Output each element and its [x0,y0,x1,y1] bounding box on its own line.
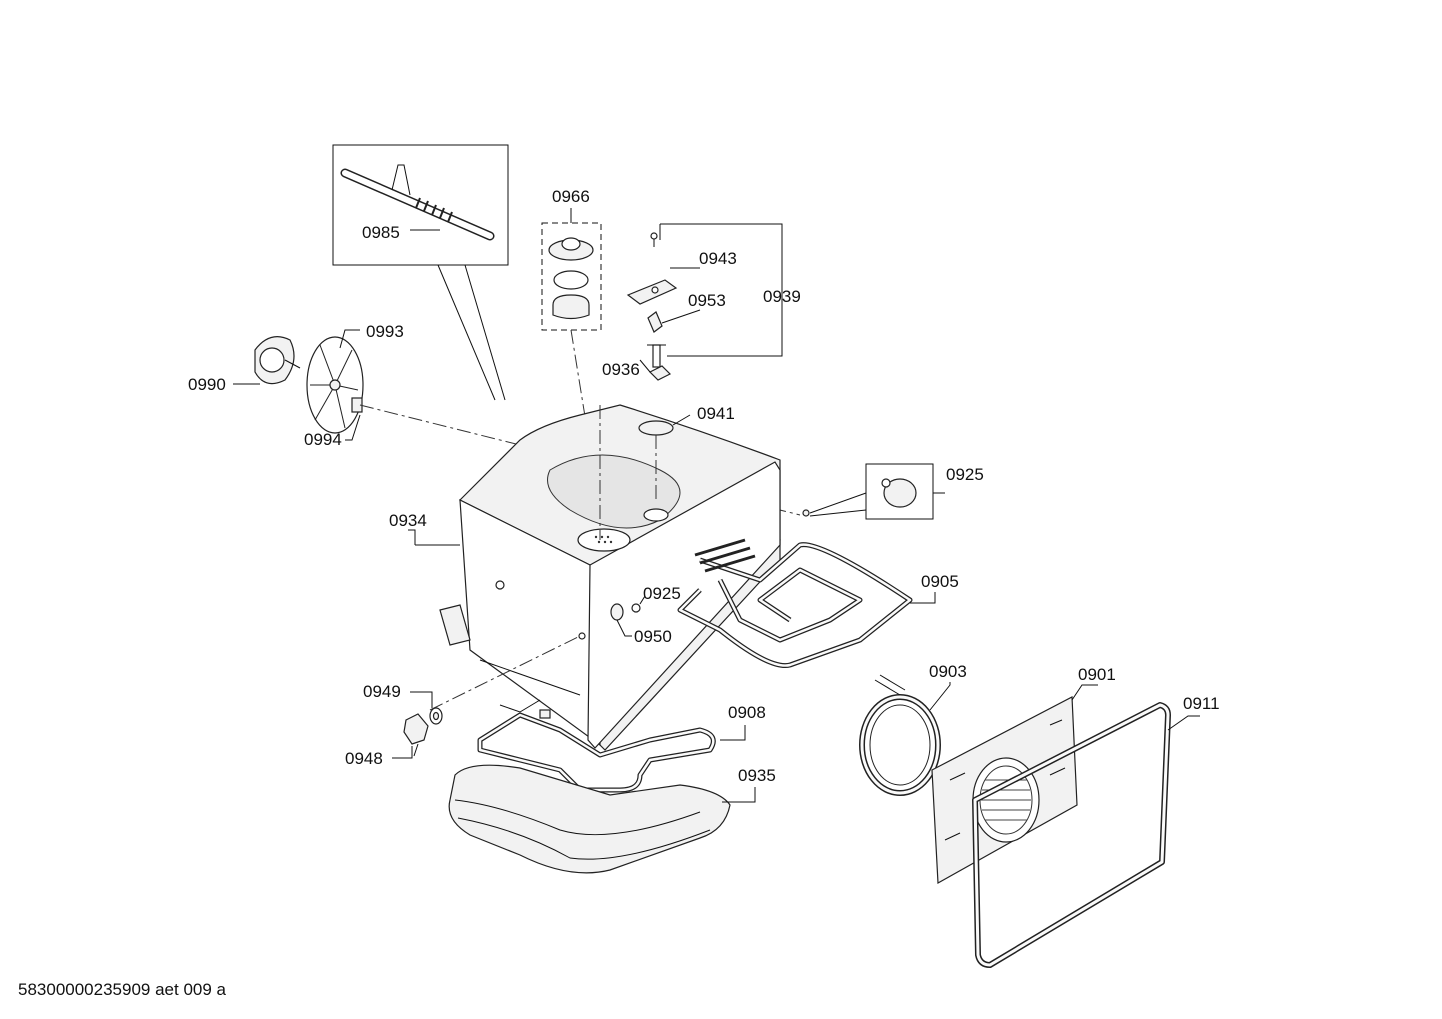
label-0903: 0903 [929,662,967,681]
insulation-0935 [448,764,756,874]
label-0936: 0936 [602,360,640,379]
label-0994: 0994 [304,430,342,449]
label-0925-top: 0925 [946,465,984,484]
label-0985: 0985 [362,223,400,242]
detail-box-0985 [332,144,509,401]
label-0935: 0935 [738,766,776,785]
label-0901: 0901 [1078,665,1116,684]
label-0953: 0953 [688,291,726,310]
grill-element-0905 [677,538,936,669]
label-0925-small: 0925 [643,584,681,603]
label-0993: 0993 [366,322,404,341]
label-0934: 0934 [389,511,427,530]
parts-0936-0941 [638,359,691,500]
label-0949: 0949 [363,682,401,701]
label-0905: 0905 [921,572,959,591]
back-panel-0901 [931,684,1098,884]
ring-heater-0903 [859,674,951,796]
parts-0925-0950 [610,595,646,637]
label-0966: 0966 [552,187,590,206]
lower-heater-0908 [477,699,746,793]
label-0990: 0990 [188,375,226,394]
oven-cavity [408,404,781,751]
label-0941: 0941 [697,404,735,423]
label-0950: 0950 [634,627,672,646]
door-seal-0911 [972,702,1200,968]
label-0911: 0911 [1183,694,1220,713]
group-0939 [626,223,783,368]
label-0948: 0948 [345,749,383,768]
label-0908: 0908 [728,703,766,722]
parts-0948-0949 [392,691,443,759]
part-0925-detail [802,463,945,520]
part-labels: 0985 0966 0943 0939 0953 0993 0990 0936 … [188,187,1220,785]
document-reference: 58300000235909 aet 009 a [18,980,226,999]
label-0939: 0939 [763,287,801,306]
label-0943: 0943 [699,249,737,268]
